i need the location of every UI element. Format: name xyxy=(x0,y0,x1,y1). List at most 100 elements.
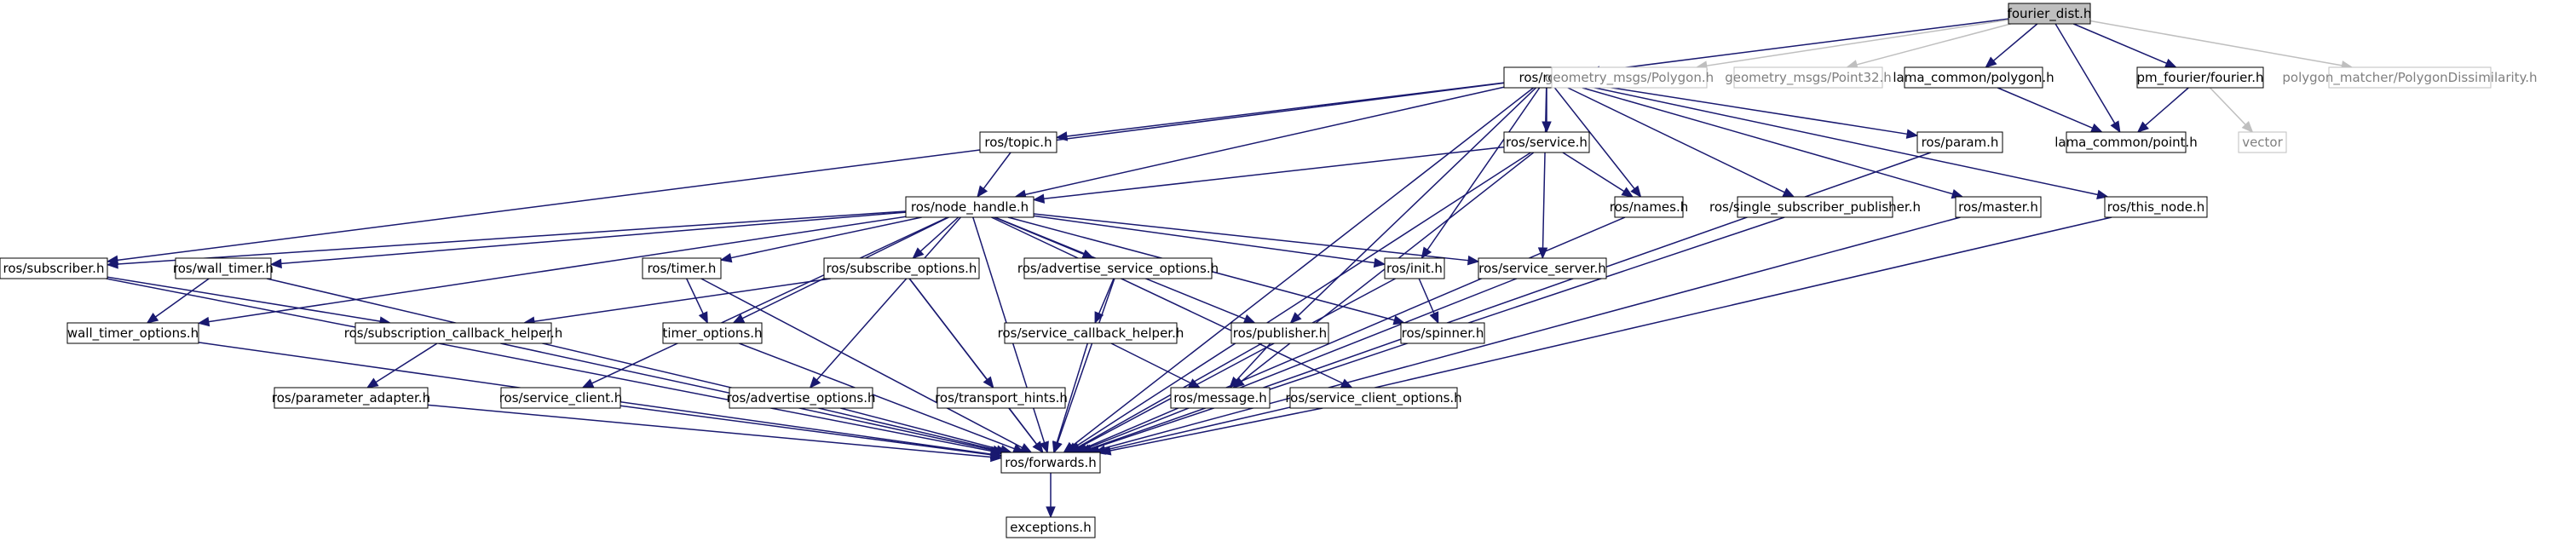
node-box-init xyxy=(1384,257,1445,279)
arrowhead-pub-msg xyxy=(1229,376,1241,388)
node-lpoly[interactable]: lama_common/polygon.h xyxy=(1893,66,2054,89)
node-srvcb[interactable]: ros/service_callback_helper.h xyxy=(998,322,1184,344)
arrowhead-scopt-fwd xyxy=(1098,446,1112,456)
node-label-vector: vector xyxy=(2242,135,2283,150)
arrowhead-nh-srvserver xyxy=(1467,255,1480,266)
arrowhead-nh-srvclient xyxy=(581,378,595,388)
dependency-edge-wtimer-fwd xyxy=(266,278,998,451)
arrowhead-nh-wtopt xyxy=(197,316,210,327)
arrowhead-nh-init xyxy=(1373,257,1386,268)
dependency-edge-ros-param xyxy=(1588,83,1908,135)
node-box-spinner xyxy=(1400,322,1485,344)
node-topt[interactable]: timer_options.h xyxy=(662,322,763,344)
arrowhead-init-spinner xyxy=(1429,311,1439,325)
node-box-gpoly xyxy=(1551,66,1708,89)
node-thints[interactable]: ros/transport_hints.h xyxy=(935,387,1068,409)
node-box-subcb xyxy=(354,322,552,344)
node-spinner[interactable]: ros/spinner.h xyxy=(1400,322,1485,344)
node-box-topic xyxy=(979,131,1057,153)
node-box-ssp xyxy=(1737,196,1893,218)
dependency-edge-thints-fwd xyxy=(1008,407,1038,445)
node-padapt[interactable]: ros/parameter_adapter.h xyxy=(272,387,430,409)
arrowhead-service-nh xyxy=(1032,193,1046,204)
node-msg[interactable]: ros/message.h xyxy=(1170,387,1271,409)
dependency-edge-ros-sub xyxy=(117,82,1505,262)
dependency-edge-nh-wtopt xyxy=(208,216,907,323)
node-box-scopt xyxy=(1289,387,1458,409)
node-advopt[interactable]: ros/advertise_options.h xyxy=(727,387,876,409)
node-box-names xyxy=(1614,196,1684,218)
node-fwd[interactable]: ros/forwards.h xyxy=(1000,452,1101,474)
node-topic[interactable]: ros/topic.h xyxy=(979,131,1057,153)
node-vector: vector xyxy=(2238,131,2287,153)
node-label-topic: ros/topic.h xyxy=(984,135,1052,150)
dependency-edge-subopt-subcb xyxy=(533,278,832,323)
arrowhead-nh-topt xyxy=(732,314,746,324)
node-timer[interactable]: ros/timer.h xyxy=(642,257,722,279)
node-exc[interactable]: exceptions.h xyxy=(1006,516,1096,538)
node-box-advopt xyxy=(729,387,873,409)
node-gpoly: geometry_msgs/Polygon.h xyxy=(1545,66,1714,89)
node-subopt[interactable]: ros/subscribe_options.h xyxy=(823,257,980,279)
node-init[interactable]: ros/init.h xyxy=(1384,257,1445,279)
node-label-advsrvopt: ros/advertise_service_options.h xyxy=(1017,261,1219,277)
node-param[interactable]: ros/param.h xyxy=(1916,131,2003,153)
node-ssp[interactable]: ros/single_subscriber_publisher.h xyxy=(1709,196,1921,218)
arrowhead-root-pmf xyxy=(2164,58,2177,68)
node-label-subopt: ros/subscribe_options.h xyxy=(827,261,977,277)
node-label-gp32: geometry_msgs/Point32.h xyxy=(1725,70,1892,86)
node-pmf[interactable]: pm_fourier/fourier.h xyxy=(2136,66,2264,89)
node-label-spinner: ros/spinner.h xyxy=(1402,325,1484,341)
node-box-master xyxy=(1955,196,2042,218)
node-box-sub xyxy=(0,257,108,279)
node-nh[interactable]: ros/node_handle.h xyxy=(905,196,1034,218)
arrowhead-nh-wtimer xyxy=(269,258,282,269)
node-root[interactable]: fourier_dist.h xyxy=(2008,3,2092,25)
arrowhead-root-lpoint xyxy=(2110,120,2121,134)
dependency-edge-nh-srvclient xyxy=(591,216,948,384)
node-box-padapt xyxy=(274,387,429,409)
dependency-edge-nh-wtimer xyxy=(280,211,907,265)
dependency-edge-pub-msg xyxy=(1236,342,1271,381)
dependency-edge-sub-subcb xyxy=(107,276,381,322)
dependency-edge-root-lpoly xyxy=(1992,23,2038,61)
node-box-srvclient xyxy=(500,387,621,409)
node-wtopt[interactable]: wall_timer_options.h xyxy=(66,322,199,344)
node-srvserver[interactable]: ros/service_server.h xyxy=(1478,257,1607,279)
node-names[interactable]: ros/names.h xyxy=(1610,196,1689,218)
dependency-edge-root-ros xyxy=(1599,18,2009,72)
node-scopt[interactable]: ros/service_client_options.h xyxy=(1285,387,1462,409)
dependency-edge-pmf-vector xyxy=(2209,87,2246,125)
dependency-edge-names-fwd xyxy=(1083,216,1626,449)
dependency-edge-topic-nh xyxy=(983,152,1011,189)
node-srvclient[interactable]: ros/service_client.h xyxy=(499,387,623,409)
node-label-lpoint: lama_common/point.h xyxy=(2054,135,2198,151)
node-master[interactable]: ros/master.h xyxy=(1955,196,2042,218)
node-sub[interactable]: ros/subscriber.h xyxy=(0,257,108,279)
arrowhead-pmf-vector xyxy=(2241,121,2254,133)
dependency-edge-service-fwd xyxy=(1075,152,1531,448)
dependency-edge-nh-scopt xyxy=(991,216,1344,384)
node-label-srvcb: ros/service_callback_helper.h xyxy=(998,325,1184,342)
node-label-exc: exceptions.h xyxy=(1010,520,1091,535)
arrowhead-root-lpoly xyxy=(1985,56,1997,68)
node-label-srvserver: ros/service_server.h xyxy=(1478,261,1606,277)
node-advsrvopt[interactable]: ros/advertise_service_options.h xyxy=(1017,257,1219,279)
dependency-edge-pmf-lpoint xyxy=(2145,87,2189,126)
node-box-root xyxy=(2008,3,2091,25)
node-box-lpoly xyxy=(1904,66,2043,89)
node-wtimer[interactable]: ros/wall_timer.h xyxy=(173,257,274,279)
node-pub[interactable]: ros/publisher.h xyxy=(1230,322,1329,344)
dependency-edge-root-lpoint xyxy=(2054,23,2116,124)
arrowhead-timer-fwd xyxy=(1019,443,1033,453)
dependency-edge-service-nh xyxy=(1043,146,1505,199)
node-box-thints xyxy=(936,387,1066,409)
node-lpoint[interactable]: lama_common/point.h xyxy=(2054,131,2198,153)
node-service[interactable]: ros/service.h xyxy=(1503,131,1590,153)
node-box-exc xyxy=(1006,516,1096,538)
arrowhead-ros-pub xyxy=(1289,312,1302,324)
node-thisnode[interactable]: ros/this_node.h xyxy=(2104,196,2208,218)
node-subcb[interactable]: ros/subscription_callback_helper.h xyxy=(344,322,563,344)
node-label-srvclient: ros/service_client.h xyxy=(499,390,623,406)
